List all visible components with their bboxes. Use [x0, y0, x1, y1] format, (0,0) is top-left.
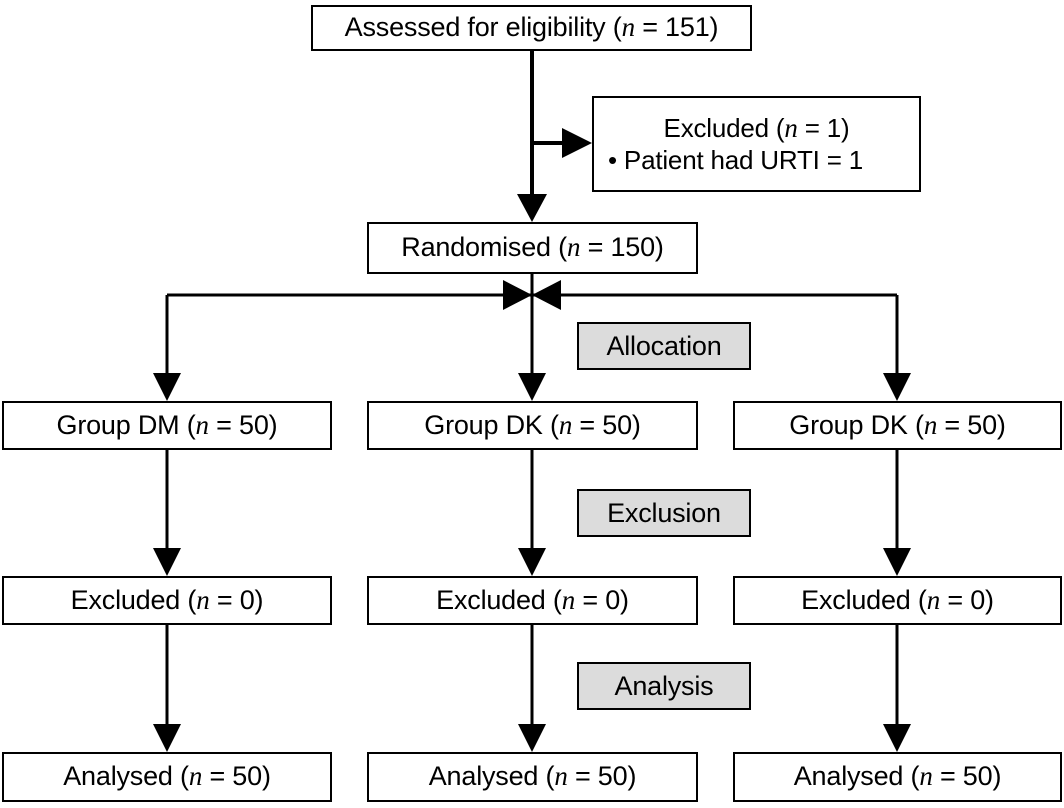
node-group-dm: Group DM (n = 50) — [2, 401, 332, 450]
node-excluded-group-1: Excluded (n = 0) — [2, 576, 332, 625]
n-variable: n — [923, 409, 938, 440]
node-randomised: Randomised (n = 150) — [367, 222, 698, 274]
arrowhead-analysed-3 — [883, 724, 911, 752]
stage-label-exclusion: Exclusion — [577, 489, 751, 537]
node-excluded-2-label: Excluded (n = 0) — [436, 584, 629, 615]
node-excluded-top-count: Excluded (n = 1) — [663, 112, 850, 143]
n-variable: n — [784, 112, 798, 143]
node-excluded-group-3: Excluded (n = 0) — [733, 576, 1062, 625]
node-excluded-3-label: Excluded (n = 0) — [801, 584, 994, 615]
stage-analysis-text: Analysis — [614, 670, 714, 701]
arrowhead-bus-center-left — [532, 280, 561, 310]
node-assessed-label: Assessed for eligibility (n = 151) — [344, 12, 719, 43]
n-variable: n — [919, 761, 933, 792]
n-variable: n — [196, 584, 210, 615]
node-excluded-1-label: Excluded (n = 0) — [70, 584, 264, 615]
node-analysed-group-1: Analysed (n = 50) — [2, 752, 332, 802]
arrowhead-group-3 — [883, 373, 911, 401]
node-assessed-for-eligibility: Assessed for eligibility (n = 151) — [311, 5, 752, 51]
stage-label-allocation: Allocation — [577, 322, 751, 370]
n-variable: n — [621, 12, 636, 43]
node-group-2-label: Group DK (n = 50) — [424, 409, 641, 440]
arrowhead-analysed-1 — [153, 724, 181, 752]
node-group-1-label: Group DM (n = 50) — [56, 409, 278, 440]
node-excluded-top-reason: • Patient had URTI = 1 — [608, 144, 863, 175]
n-variable: n — [188, 761, 203, 792]
n-variable: n — [195, 409, 210, 440]
arrowhead-randomised — [517, 194, 547, 222]
arrowhead-group-1 — [153, 373, 181, 401]
arrowhead-excluded-1 — [153, 548, 181, 576]
node-analysed-group-2: Analysed (n = 50) — [367, 752, 698, 802]
arrowhead-bus-center-right — [503, 280, 532, 310]
n-variable: n — [554, 761, 568, 792]
n-variable: n — [926, 584, 941, 615]
arrowhead-excluded-3 — [883, 548, 911, 576]
node-analysed-1-label: Analysed (n = 50) — [63, 761, 271, 792]
node-analysed-3-label: Analysed (n = 50) — [793, 761, 1002, 792]
node-group-dk-middle: Group DK (n = 50) — [367, 401, 698, 450]
arrowhead-excluded-top — [562, 128, 592, 158]
node-analysed-group-3: Analysed (n = 50) — [733, 752, 1062, 802]
n-variable: n — [566, 232, 581, 263]
node-analysed-2-label: Analysed (n = 50) — [428, 761, 637, 792]
n-variable: n — [558, 409, 573, 440]
arrowhead-excluded-2 — [518, 548, 546, 576]
node-group-3-label: Group DK (n = 50) — [789, 409, 1006, 440]
stage-label-analysis: Analysis — [577, 662, 751, 710]
stage-allocation-text: Allocation — [606, 330, 722, 361]
node-excluded-group-2: Excluded (n = 0) — [367, 576, 698, 625]
node-excluded-top: Excluded (n = 1) • Patient had URTI = 1 — [592, 96, 921, 192]
arrowhead-group-2 — [518, 373, 546, 401]
arrowhead-analysed-2 — [518, 724, 546, 752]
stage-exclusion-text: Exclusion — [607, 497, 721, 528]
node-randomised-label: Randomised (n = 150) — [401, 232, 664, 263]
node-group-dk-right: Group DK (n = 50) — [733, 401, 1062, 450]
n-variable: n — [561, 584, 576, 615]
